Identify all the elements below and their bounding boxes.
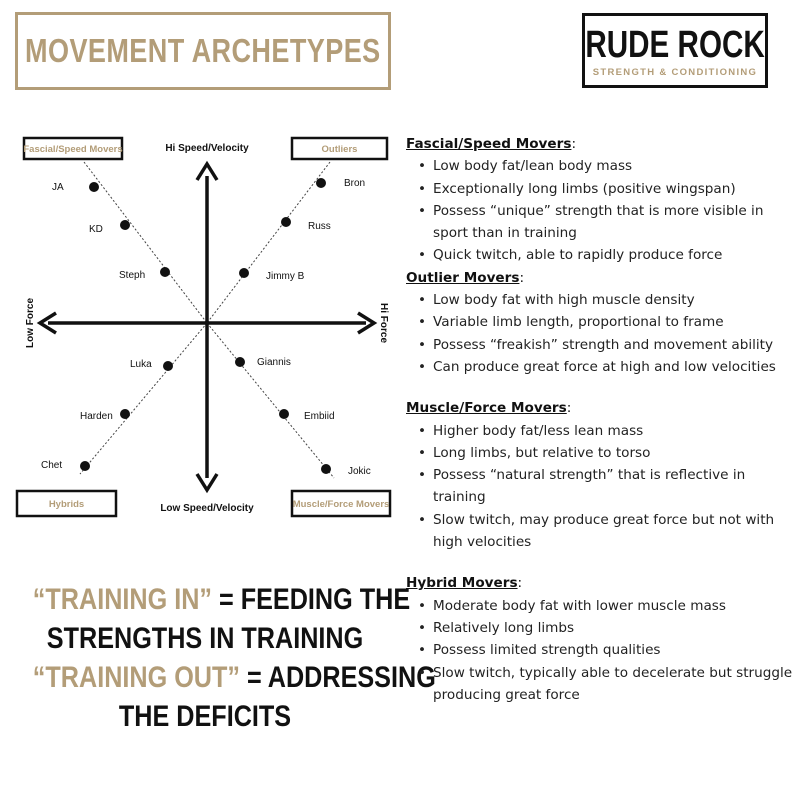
archetype-descriptions: Fascial/Speed Movers: Low body fat/lean … xyxy=(406,133,794,706)
quadrant-box-top-left xyxy=(22,136,124,161)
training-slogan: “TRAINING IN” = FEEDING THE STRENGTHS IN… xyxy=(0,580,436,736)
quadrant-label-top-left: Fascial/Speed Movers xyxy=(23,144,122,155)
label-ja: JA xyxy=(52,182,64,193)
axis-arrow-down xyxy=(195,473,219,494)
axis-label-bottom: Low Speed/Velocity xyxy=(160,503,254,514)
section-heading: Outlier Movers xyxy=(406,269,520,286)
point-jokic xyxy=(321,464,331,474)
label-jimmy-b: Jimmy B xyxy=(266,271,305,282)
point-embiid xyxy=(279,409,289,419)
list-item: Quick twitch, able to rapidly produce fo… xyxy=(418,244,794,267)
quadrant-box-bottom-left xyxy=(15,489,118,518)
section-muscle-force: Muscle/Force Movers: Higher body fat/les… xyxy=(406,397,794,553)
point-steph xyxy=(160,267,170,277)
section-heading: Fascial/Speed Movers xyxy=(406,136,572,152)
list-item: Can produce great force at high and low … xyxy=(418,356,794,379)
section-outlier: Outlier Movers: Low body fat with high m… xyxy=(406,267,794,379)
axis-arrow-up xyxy=(195,160,219,181)
list-item: Slow twitch, may produce great force but… xyxy=(418,509,794,554)
label-russ: Russ xyxy=(308,221,331,232)
list-item: Long limbs, but relative to torso xyxy=(418,442,794,465)
title-banner: MOVEMENT ARCHETYPES xyxy=(15,12,391,90)
quadrant-label-bottom-left: Hybrids xyxy=(49,499,84,510)
diagonal-top-right xyxy=(206,161,331,324)
list-item: Possess “natural strength” that is refle… xyxy=(418,464,794,509)
slogan-line-1: “TRAINING IN” = FEEDING THE xyxy=(32,580,410,619)
axis-label-top: Hi Speed/Velocity xyxy=(165,143,249,154)
list-item: Low body fat/lean body mass xyxy=(418,155,794,178)
list-item: Slow twitch, typically able to decelerat… xyxy=(418,662,794,707)
slogan-line-3: “TRAINING OUT” = ADDRESSING xyxy=(32,658,436,697)
axis-arrow-left xyxy=(36,311,57,335)
point-giannis xyxy=(235,357,245,367)
slogan-line-4: THE DEFICITS xyxy=(118,700,292,733)
quadrant-label-bottom-right: Muscle/Force Movers xyxy=(293,499,390,510)
label-steph: Steph xyxy=(119,270,145,281)
diagonal-bottom-left xyxy=(79,322,208,475)
list-item: Low body fat with high muscle density xyxy=(418,289,794,312)
list-item: Relatively long limbs xyxy=(418,617,794,640)
point-luka xyxy=(163,361,173,371)
slogan-training-out: “TRAINING OUT” xyxy=(32,661,240,694)
point-russ xyxy=(281,217,291,227)
archetype-quadrant-diagram: Hi Speed/Velocity Low Speed/Velocity Low… xyxy=(15,136,392,518)
label-luka: Luka xyxy=(130,359,152,370)
slogan-feeding: = FEEDING THE xyxy=(211,583,411,616)
list-item: Variable limb length, proportional to fr… xyxy=(418,311,794,334)
list-item: Moderate body fat with lower muscle mass xyxy=(418,595,794,618)
label-bron: Bron xyxy=(344,178,365,189)
label-chet: Chet xyxy=(41,460,62,471)
point-ja xyxy=(89,182,99,192)
point-kd xyxy=(120,220,130,230)
list-item: Possess “freakish” strength and movement… xyxy=(418,334,794,357)
slogan-training-in: “TRAINING IN” xyxy=(32,583,212,616)
section-heading: Muscle/Force Movers xyxy=(406,400,567,417)
slogan-addressing: = ADDRESSING xyxy=(239,661,436,694)
quadrant-label-top-right: Outliers xyxy=(322,144,358,155)
label-jokic: Jokic xyxy=(348,466,371,477)
diagonal-bottom-right xyxy=(206,322,335,479)
axis-label-left: Low Force xyxy=(25,298,36,348)
section-fascial-speed: Fascial/Speed Movers: Low body fat/lean … xyxy=(406,133,794,267)
list-item: Possess “unique” strength that is more v… xyxy=(418,200,794,245)
axis-label-right: Hi Force xyxy=(378,303,389,343)
quadrant-box-bottom-right xyxy=(290,489,392,518)
label-kd: KD xyxy=(89,224,103,235)
label-embiid: Embiid xyxy=(304,411,335,422)
slogan-line-2: STRENGTHS IN TRAINING xyxy=(46,622,364,655)
list-item: Exceptionally long limbs (positive wings… xyxy=(418,178,794,201)
section-hybrid: Hybrid Movers: Moderate body fat with lo… xyxy=(406,572,794,706)
point-bron xyxy=(316,178,326,188)
logo-tagline: STRENGTH & CONDITIONING xyxy=(592,66,758,78)
section-heading: Hybrid Movers xyxy=(406,575,518,592)
diagonal-top-left xyxy=(83,161,208,324)
list-item: Higher body fat/less lean mass xyxy=(418,420,794,443)
point-chet xyxy=(80,461,90,471)
label-harden: Harden xyxy=(80,411,113,422)
point-harden xyxy=(120,409,130,419)
brand-logo: RUDE ROCK STRENGTH & CONDITIONING xyxy=(582,13,768,88)
logo-wordmark: RUDE ROCK xyxy=(585,23,765,66)
point-jimmy-b xyxy=(239,268,249,278)
label-giannis: Giannis xyxy=(257,357,291,368)
list-item: Possess limited strength qualities xyxy=(418,639,794,662)
page-title: MOVEMENT ARCHETYPES xyxy=(25,32,381,69)
axis-arrow-right xyxy=(357,311,378,335)
quadrant-box-top-right xyxy=(290,136,389,161)
